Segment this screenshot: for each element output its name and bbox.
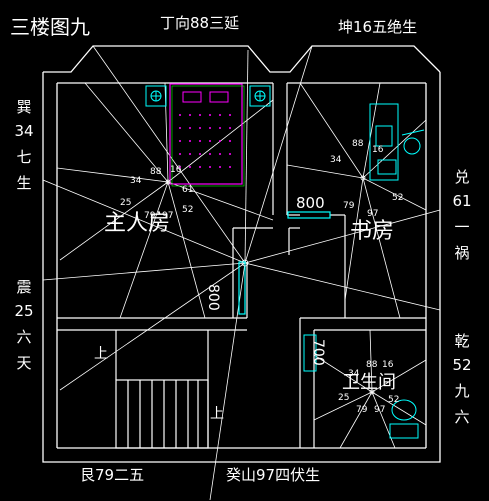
svg-text:79: 79 (343, 201, 355, 211)
svg-text:52: 52 (182, 205, 193, 215)
svg-text:天: 天 (16, 354, 31, 372)
svg-text:34: 34 (14, 122, 33, 140)
sector-numbers-bath: 34 88 16 52 79 97 25 (338, 360, 399, 415)
svg-text:七: 七 (16, 148, 31, 166)
svg-text:一: 一 (454, 218, 469, 236)
svg-text:61: 61 (452, 192, 471, 210)
label-top-direction: 丁向88三延 (160, 14, 239, 32)
dim-door-vertical: 800 (205, 284, 221, 311)
stair-up-label-2: 上 (210, 406, 224, 422)
svg-text:乾: 乾 (454, 332, 469, 350)
nightstand-left (145, 85, 167, 107)
svg-text:97: 97 (162, 211, 173, 221)
room-bathroom: 卫生间 (342, 372, 396, 393)
bath-fixtures (303, 334, 419, 439)
label-left-mid: 震 25 六 天 (14, 278, 33, 372)
label-top-right-direction: 坤16五绝生 (338, 18, 417, 36)
svg-text:61: 61 (182, 185, 193, 195)
study-desk (369, 103, 425, 181)
svg-text:震: 震 (16, 278, 31, 296)
bed-quilt-pattern (179, 114, 231, 168)
svg-text:88: 88 (352, 139, 364, 149)
room-master-bedroom: 主人房 (104, 211, 170, 236)
label-right-top: 兑 61 一 祸 (452, 168, 471, 262)
svg-text:52: 52 (388, 395, 399, 405)
svg-text:52: 52 (392, 193, 403, 203)
svg-text:巽: 巽 (16, 98, 31, 116)
svg-text:生: 生 (16, 174, 31, 192)
plan-title: 三楼图九 (10, 15, 90, 39)
svg-text:六: 六 (454, 408, 469, 426)
svg-text:34: 34 (130, 176, 142, 186)
room-study: 书房 (350, 219, 394, 244)
dim-bath-door: 700 (310, 339, 326, 366)
svg-text:九: 九 (454, 382, 469, 400)
svg-text:兑: 兑 (454, 168, 469, 186)
svg-text:97: 97 (367, 209, 378, 219)
svg-text:25: 25 (120, 198, 131, 208)
svg-text:祸: 祸 (454, 244, 469, 262)
svg-text:25: 25 (14, 302, 33, 320)
stair-up-label-1: 上 (94, 346, 108, 362)
svg-text:88: 88 (366, 360, 378, 370)
svg-text:34: 34 (330, 155, 342, 165)
svg-text:97: 97 (374, 405, 385, 415)
sector-numbers-study: 88 16 34 52 79 97 (330, 139, 403, 219)
label-bottom-left-direction: 艮79二五 (80, 466, 144, 484)
svg-text:79: 79 (356, 405, 368, 415)
svg-text:79: 79 (144, 211, 156, 221)
nightstand-right (249, 85, 271, 107)
double-bed (169, 83, 245, 187)
svg-text:16: 16 (170, 165, 182, 175)
dim-door-horizontal: 800 (296, 194, 325, 212)
svg-text:16: 16 (382, 360, 394, 370)
svg-text:52: 52 (452, 356, 471, 374)
door-marks (238, 211, 331, 315)
sector-lines (42, 45, 441, 501)
svg-text:88: 88 (150, 167, 162, 177)
interior-walls (57, 83, 426, 449)
label-left-top: 巽 34 七 生 (14, 98, 33, 192)
svg-text:六: 六 (16, 328, 31, 346)
label-bottom-mid-direction: 癸山97四伏生 (226, 466, 320, 484)
center-marks (165, 175, 375, 395)
svg-text:34: 34 (348, 369, 360, 379)
label-right-mid: 乾 52 九 六 (452, 332, 471, 426)
svg-text:16: 16 (372, 145, 384, 155)
sector-numbers-main: 34 88 16 61 52 97 79 25 (120, 165, 193, 221)
svg-text:25: 25 (338, 393, 349, 403)
